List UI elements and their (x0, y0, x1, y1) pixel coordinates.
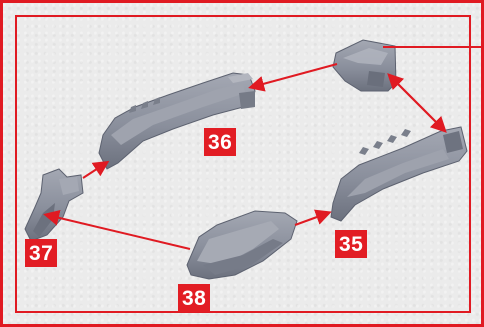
part-37 (24, 168, 84, 242)
arrow-37-to-36 (82, 160, 110, 179)
part-top-right (332, 39, 397, 92)
part-35 (330, 126, 468, 222)
part-38 (186, 210, 298, 280)
step-label-36: 36 (204, 128, 237, 156)
step-label-38: 38 (178, 284, 211, 312)
step-label-37: 37 (25, 239, 58, 267)
assembly-diagram (24, 39, 481, 280)
arrow-top-to-36 (248, 63, 338, 92)
step-label-35: 35 (335, 230, 368, 258)
arrow-38-to-37 (43, 209, 191, 250)
arrow-38-to-35 (294, 209, 332, 226)
part-36 (98, 72, 256, 170)
inner-frame (15, 15, 471, 313)
arrow-top-reverse (387, 73, 445, 131)
